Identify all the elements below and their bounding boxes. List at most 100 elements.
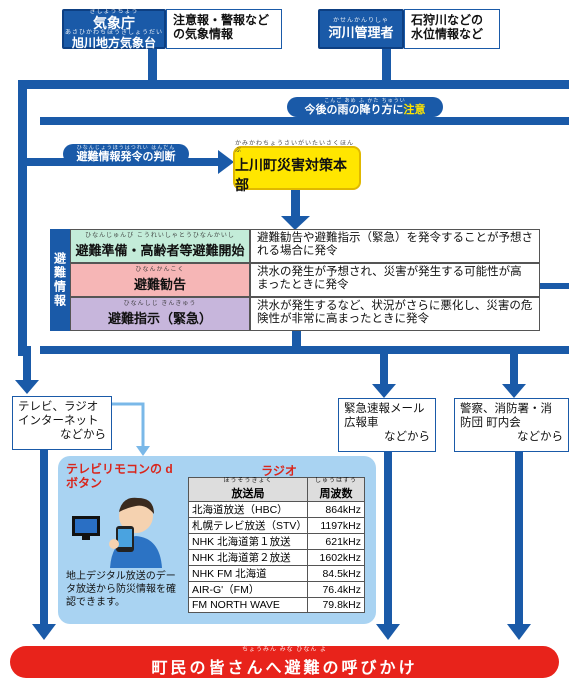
evac-row-prepare-ruby: ひなんじゅんび こうれいしゃとうひなんかいし — [85, 233, 235, 239]
radio-freq: 1197kHz — [307, 517, 365, 534]
branch-right-arrow — [502, 384, 526, 398]
remote-desc-text: 地上デジタル放送のデータ放送から防災情報を確認できます。 — [66, 571, 176, 608]
judgement-arrow — [218, 150, 234, 174]
radio-header-station-ruby: ほうそうきょく — [223, 478, 273, 484]
dest-tv-radio-text: テレビ、ラジオ インターネット — [18, 401, 99, 427]
branch-mid-arrow — [372, 384, 396, 398]
radio-header-station: ほうそうきょく放送局 — [188, 477, 308, 502]
radio-freq: 79.8kHz — [307, 597, 365, 613]
radio-station: AIR-G'（FM） — [188, 581, 308, 598]
evac-row-advisory-desc: 洪水の発生が予想され、災害が発生する可能性が高まったときに発令 — [250, 263, 540, 297]
jma-down-line — [148, 42, 157, 84]
rain-notice-text: 今後の雨の降り方に — [304, 103, 404, 116]
radio-station: 北海道放送（HBC） — [188, 501, 308, 518]
river-info: 石狩川などの水位情報など — [404, 9, 500, 49]
hq-down-arrow — [281, 216, 310, 230]
rain-notice-highlight: 注意 — [403, 103, 426, 116]
remote-title: テレビリモコンの dボタン — [66, 462, 176, 490]
evac-row-order-label: 避難指示（緊急） — [107, 311, 212, 326]
right-connector — [540, 283, 569, 289]
hq-label: 上川町災害対策本部 — [235, 157, 347, 193]
evac-info-side-label: 避難情報 — [50, 229, 70, 331]
evac-judgement-ruby: ひなんじょうほうはつれい はんだん — [76, 144, 176, 151]
river-name: 河川管理者 — [328, 24, 394, 40]
branch-left-arrow — [15, 380, 39, 394]
evac-row-advisory-ruby: ひなんかんこく — [135, 267, 185, 273]
evac-row-order-desc-text: 洪水が発生するなど、状況がさらに悪化し、災害の危険性が非常に高まったときに発令 — [257, 300, 533, 325]
evac-row-advisory-label: 避難勧告 — [133, 277, 186, 292]
person-phone-illustration — [72, 497, 162, 568]
radio-title-text: ラジオ — [261, 464, 297, 478]
jma-box: きしょうちょう 気象庁 あさひかわちほうきしょうだい 旭川地方気象台 — [62, 9, 166, 49]
dest-police-fire-tail: などから — [517, 431, 563, 443]
rain-notice-ruby: こんご あめ ふ かた ちゅうい — [324, 97, 406, 104]
bottom-ruby: ちょうみん みな ひなん よ — [241, 646, 327, 653]
river-info-text: 石狩川などの水位情報など — [411, 13, 484, 41]
remote-connector — [110, 402, 145, 448]
radio-freq: 864kHz — [307, 501, 365, 518]
evac-row-advisory-name: ひなんかんこく 避難勧告 — [70, 263, 250, 297]
left-vertical-line — [18, 83, 27, 356]
down-right — [515, 452, 523, 624]
bottom-call-banner: ちょうみん みな ひなん よ 町民の皆さんへ避難の呼びかけ — [10, 646, 559, 678]
radio-freq: 76.4kHz — [307, 581, 365, 598]
evac-judgement-pill: ひなんじょうほうはつれい はんだん 避難情報発令の判断 — [63, 144, 189, 164]
dest-mail-car-text: 緊急速報メール 広報車 — [344, 403, 425, 429]
disaster-hq-box: かみかわちょうさいがいたいさくほんぶ 上川町災害対策本部 — [233, 141, 361, 193]
radio-header-freq-text: 周波数 — [319, 488, 353, 500]
evac-down-line — [292, 330, 301, 348]
radio-header-freq: しゅうはすう周波数 — [307, 477, 365, 502]
radio-freq: 1602kHz — [307, 549, 365, 566]
branch-right — [510, 346, 518, 386]
dest-tv-radio: テレビ、ラジオ インターネット などから — [12, 396, 112, 450]
jma-info: 注意報・警報などの気象情報 — [166, 9, 282, 49]
evac-row-prepare-label: 避難準備・高齢者等避難開始 — [75, 243, 245, 258]
evac-info-side-text: 避難情報 — [52, 252, 67, 308]
remote-title-text: テレビリモコンの dボタン — [66, 462, 173, 490]
jma-ruby: きしょうちょう — [89, 8, 139, 15]
down-left-arrow — [32, 624, 56, 640]
evac-judgement-label: 避難情報発令の判断 — [76, 150, 176, 163]
top-horizontal-line — [18, 80, 569, 89]
radio-freq: 84.5kHz — [307, 565, 365, 582]
down-left — [40, 450, 48, 626]
down-right-arrow — [507, 624, 531, 640]
dest-police-fire: 警察、消防署・消防団 町内会 などから — [454, 398, 569, 452]
hq-ruby: かみかわちょうさいがいたいさくほんぶ — [235, 141, 355, 154]
evac-row-order-name: ひなんしじ きんきゅう 避難指示（緊急） — [70, 297, 250, 331]
rain-notice-pill: こんご あめ ふ かた ちゅうい 今後の雨の降り方に注意 — [287, 97, 443, 117]
bottom-label: 町民の皆さんへ避難の呼びかけ — [151, 659, 418, 677]
radio-header-station-text: 放送局 — [231, 488, 265, 500]
evac-row-advisory-desc-text: 洪水の発生が予想され、災害が発生する可能性が高まったときに発令 — [257, 266, 522, 291]
radio-station: NHK 北海道第１放送 — [188, 533, 308, 550]
dest-police-fire-text: 警察、消防署・消防団 町内会 — [460, 403, 552, 429]
branch-left — [23, 346, 31, 382]
radio-header-row: ほうそうきょく放送局 しゅうはすう周波数 — [188, 477, 365, 502]
down-mid — [384, 452, 392, 624]
radio-station: 札幌テレビ放送（STV） — [188, 517, 308, 534]
evac-row-prepare-desc: 避難勧告や避難指示（緊急）を発令することが予想される場合に発令 — [250, 229, 540, 263]
radio-table: ほうそうきょく放送局 しゅうはすう周波数 北海道放送（HBC）864kHz 札幌… — [188, 477, 365, 613]
radio-station: NHK 北海道第２放送 — [188, 549, 308, 566]
jma-name: 気象庁 — [93, 14, 135, 31]
remote-desc: 地上デジタル放送のデータ放送から防災情報を確認できます。 — [66, 570, 184, 609]
evac-row-prepare-name: ひなんじゅんび こうれいしゃとうひなんかいし 避難準備・高齢者等避難開始 — [70, 229, 250, 263]
evac-row-order-desc: 洪水が発生するなど、状況がさらに悪化し、災害の危険性が非常に高まったときに発令 — [250, 297, 540, 331]
radio-row: 北海道放送（HBC）864kHz — [188, 501, 365, 518]
river-down-line — [382, 42, 391, 84]
jma-office: 旭川地方気象台 — [71, 35, 156, 50]
remote-connector-arrow — [136, 446, 150, 456]
radio-station: FM NORTH WAVE — [188, 597, 308, 613]
dest-mail-car: 緊急速報メール 広報車 などから — [338, 398, 436, 452]
down-mid-arrow — [376, 624, 400, 640]
jma-info-text: 注意報・警報などの気象情報 — [173, 13, 270, 41]
radio-header-freq-ruby: しゅうはすう — [314, 478, 357, 484]
branch-mid — [380, 346, 388, 386]
hq-down-line — [291, 190, 300, 218]
jma-office-ruby: あさひかわちほうきしょうだい — [64, 29, 163, 36]
radio-row: AIR-G'（FM）76.4kHz — [188, 581, 365, 598]
